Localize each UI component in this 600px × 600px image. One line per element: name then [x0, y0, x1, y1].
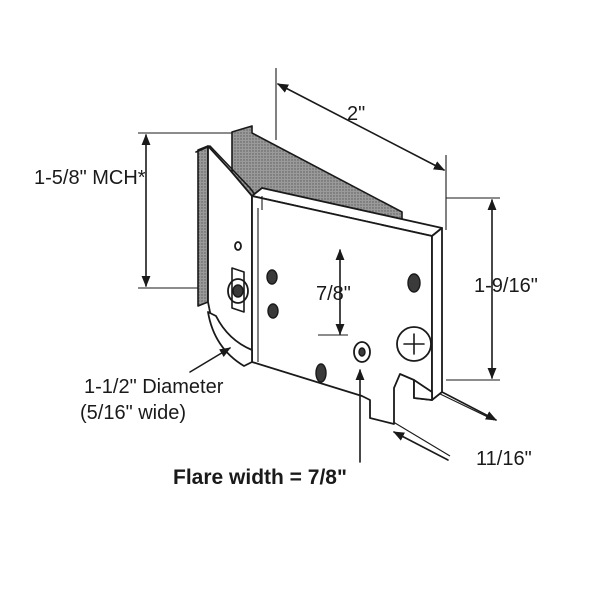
dimension-mch — [138, 132, 238, 289]
label-diameter: 1-1/2" Diameter — [84, 376, 224, 398]
roller-housing — [195, 125, 443, 425]
leader-diameter — [189, 347, 231, 373]
label-depth: 11/16" — [476, 448, 532, 470]
label-height-right: 1-9/16" — [474, 275, 538, 297]
label-mch: 1-5/8" MCH* — [34, 167, 146, 189]
dimension-height-right — [446, 197, 500, 381]
mounting-hole-icon — [266, 269, 278, 285]
roller-wheel — [207, 311, 253, 367]
label-diameter-width: (5/16" wide) — [80, 402, 186, 424]
dimension-depth — [389, 391, 497, 461]
dimension-width-top — [275, 68, 447, 230]
label-inner-height: 7/8" — [316, 283, 351, 305]
dimension-inner-height — [318, 248, 348, 336]
label-flare-width: Flare width = 7/8" — [173, 466, 347, 489]
label-width-top: 2" — [347, 103, 365, 125]
